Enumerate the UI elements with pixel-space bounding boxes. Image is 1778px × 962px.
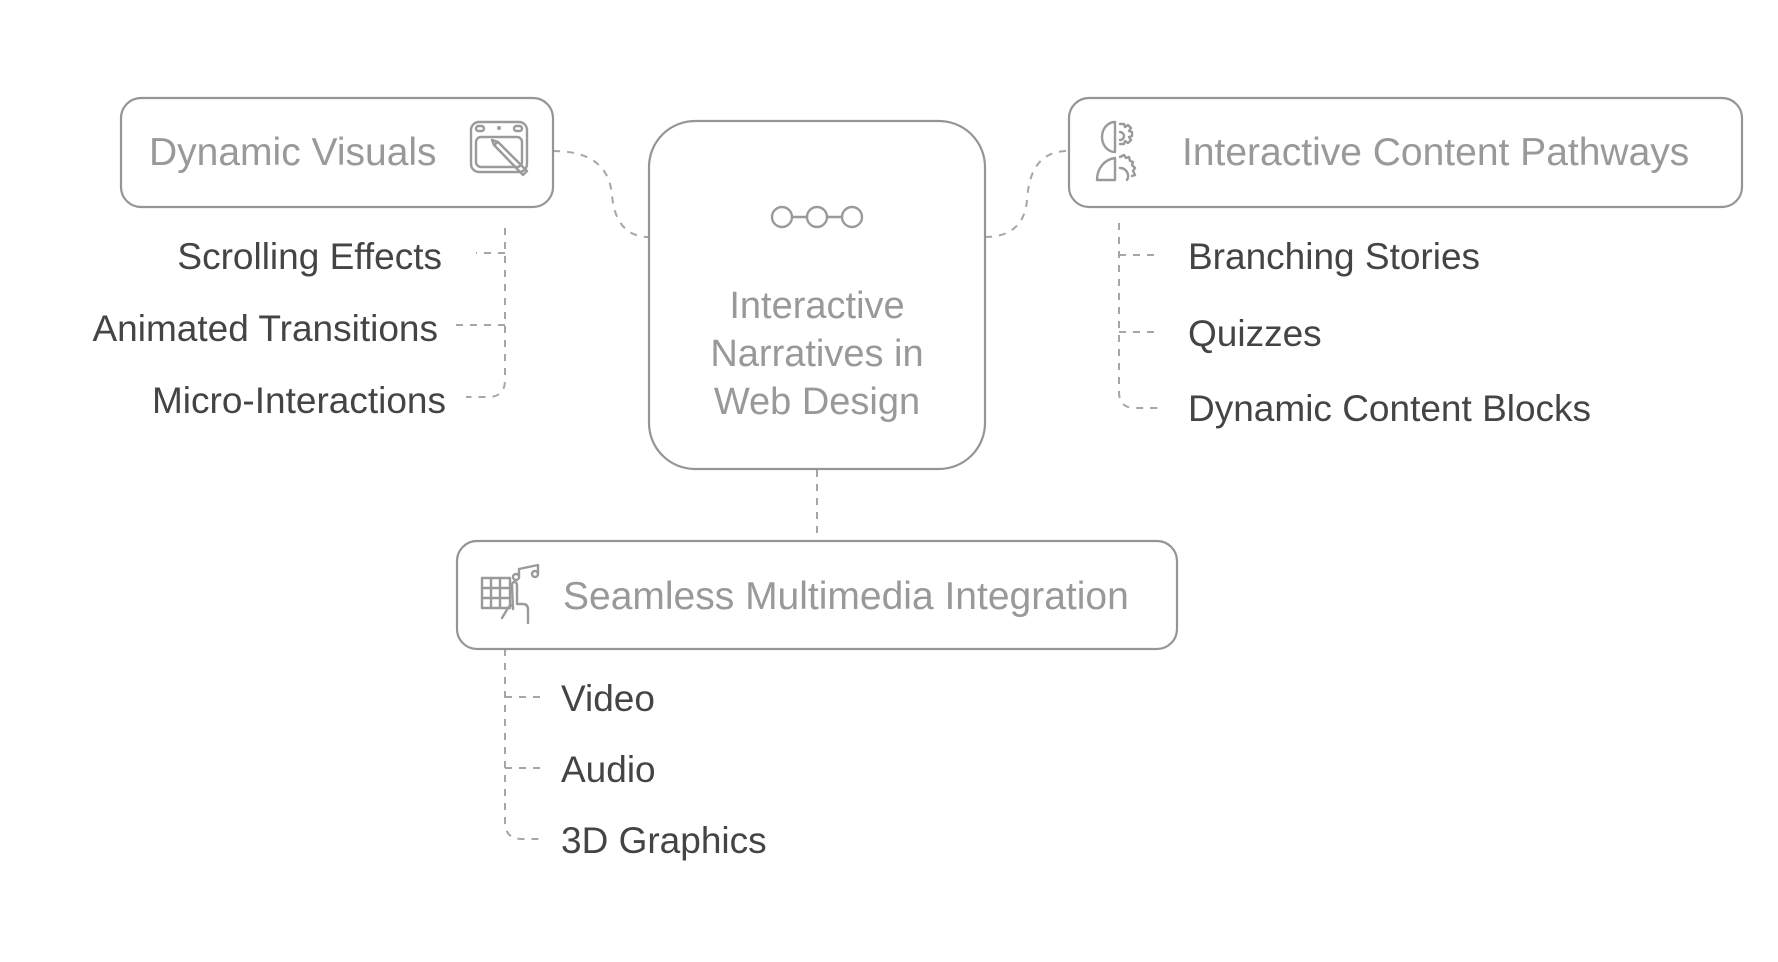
interactive-content-pathways-heading: Interactive Content Pathways [1182,131,1690,174]
drawing-tablet-icon [469,120,529,177]
list-item-dynamic-content-blocks: Dynamic Content Blocks [1188,388,1592,429]
dynamic-visuals-heading: Dynamic Visuals [149,131,437,174]
center-title-line-2: Narratives in [710,333,924,375]
list-item-micro-interactions: Micro-Interactions [151,380,446,421]
list-item-scrolling-effects: Scrolling Effects [177,236,442,277]
list-item-audio: Audio [561,749,656,790]
list-item-animated-transitions: Animated Transitions [92,308,438,349]
connector-content-pathways-items [1118,223,1160,409]
connector-center-to-content-pathways [984,150,1069,238]
connector-center-to-dynamic-visuals [552,150,650,238]
center-title-line-3: Web Design [713,381,921,423]
list-item-quizzes: Quizzes [1188,313,1322,354]
center-title-line-1: Interactive [729,285,905,327]
interactive-content-pathways-box[interactable] [1067,96,1744,209]
center-topic-title: Interactive Narratives in Web Design [649,282,985,426]
seamless-multimedia-integration-heading: Seamless Multimedia Integration [563,575,1129,618]
list-item-3d-graphics: 3D Graphics [561,820,767,861]
center-topic-box[interactable] [647,119,987,471]
list-item-video: Video [561,678,655,719]
person-gears-icon [1095,120,1137,182]
list-item-branching-stories: Branching Stories [1188,236,1481,277]
three-connected-circles-icon [770,205,864,229]
connector-multimedia-items [504,649,540,840]
seamless-multimedia-integration-box[interactable] [455,539,1179,651]
dynamic-visuals-box[interactable] [119,96,555,209]
touch-grid-music-icon [480,563,540,625]
